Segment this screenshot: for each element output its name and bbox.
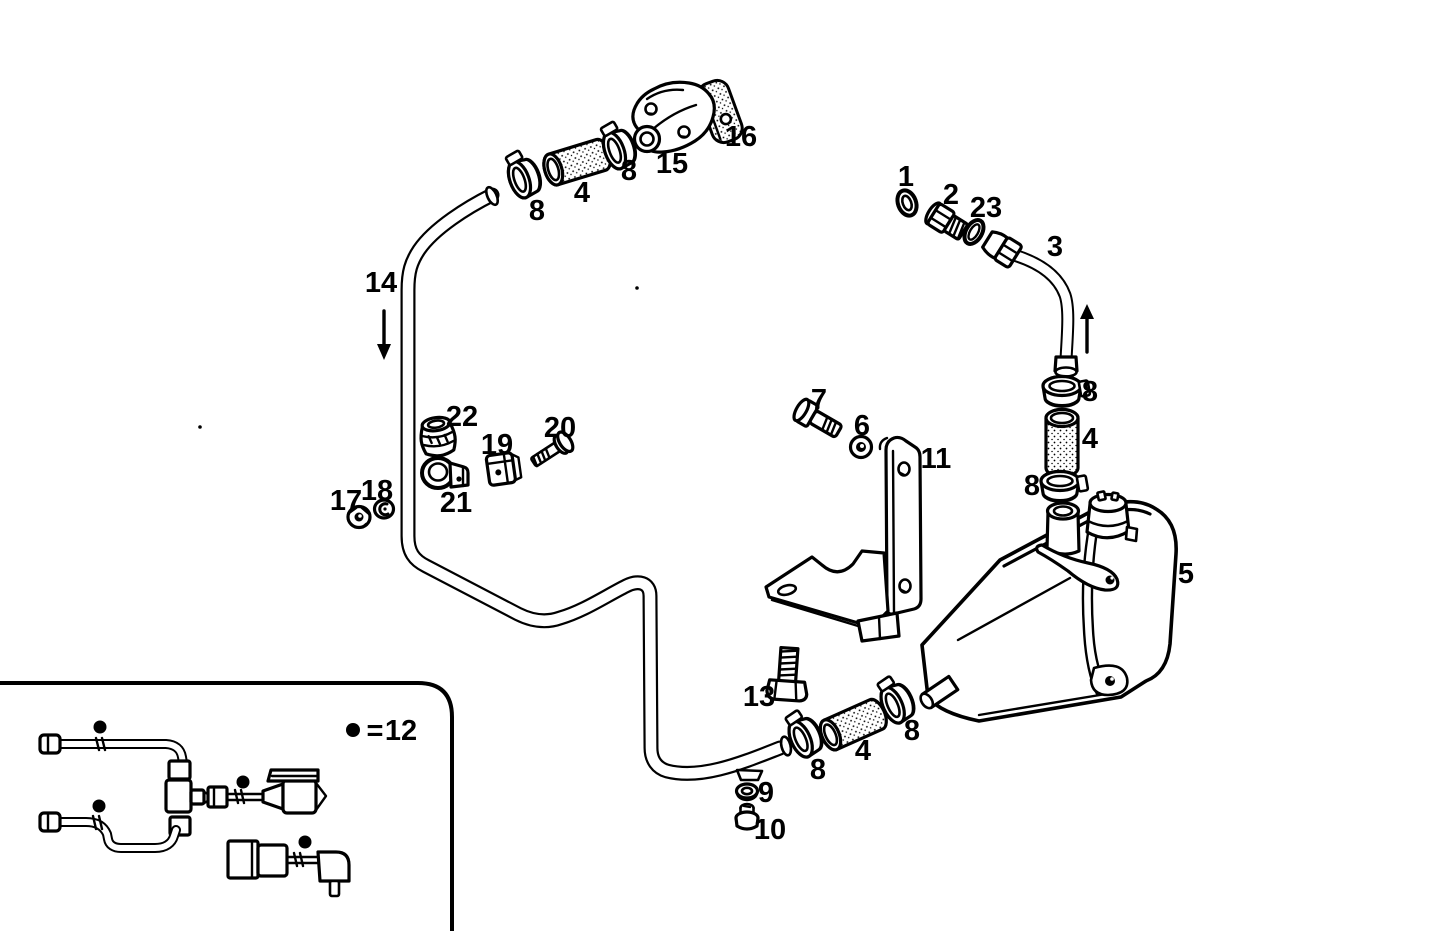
part-11-mounting-bracket (764, 435, 923, 643)
part-21-p-clamp (420, 456, 470, 490)
callout-5: 5 (1178, 558, 1194, 590)
part-2-connector-fitting (924, 201, 969, 241)
down-arrow-icon (377, 309, 391, 360)
wire-marker-dot (298, 835, 312, 849)
callout-3: 3 (1047, 231, 1063, 263)
print-speck (198, 425, 202, 429)
tank-retaining-strap (1035, 543, 1120, 592)
part-9-seal-washer (734, 782, 760, 802)
part-6-washer (848, 434, 874, 460)
wire-marker-dot (93, 720, 107, 734)
inset-border (0, 681, 454, 931)
callout-15: 15 (656, 148, 688, 180)
up-arrow-icon (1080, 304, 1094, 354)
callout-8-top-right: 8 (621, 155, 637, 187)
callout-1: 1 (898, 161, 914, 193)
part-4-hose-sleeve (1044, 407, 1080, 479)
callout-9: 9 (758, 777, 774, 809)
callout-13: 13 (743, 681, 775, 713)
callout-11: 11 (921, 443, 952, 475)
callout-2: 2 (943, 179, 959, 211)
inset-lower-hose (38, 799, 181, 853)
tank-filler-neck (1045, 501, 1081, 556)
inset-legend: = 12 (346, 715, 417, 747)
callout-16: 16 (725, 121, 757, 153)
inset-detail-box: = 12 (0, 681, 454, 931)
part-10-drain-screw (734, 802, 760, 831)
part-19-clip (484, 451, 523, 487)
tank-pump-unit (1085, 490, 1139, 543)
callout-17: 17 (330, 485, 362, 517)
callout-22: 22 (446, 401, 478, 433)
callout-8-bottom-left: 8 (810, 754, 826, 786)
legend-equals: = (367, 715, 384, 747)
tube-end-bottom (779, 735, 793, 757)
part-22-grommet (419, 415, 457, 458)
callout-6: 6 (854, 410, 870, 442)
callout-20: 20 (544, 412, 576, 444)
part-8-hose-clamp (499, 144, 547, 203)
part-14-washer-tube (400, 185, 793, 782)
callout-14: 14 (365, 267, 397, 299)
callout-8-right-lower: 8 (1024, 470, 1040, 502)
legend-part-number: 12 (385, 715, 417, 747)
inset-upper-hose (38, 720, 188, 768)
inset-connector-valve (206, 768, 328, 815)
callout-4-top: 4 (574, 177, 590, 209)
part-7-bolt (792, 397, 843, 439)
part-17-nut (346, 504, 372, 530)
callout-8-right-upper: 8 (1082, 376, 1098, 408)
part-18-washer (372, 498, 396, 520)
hose-end-bell (1053, 355, 1079, 378)
part-5-reservoir-tank (919, 490, 1178, 723)
inset-t-junction (164, 759, 210, 837)
wire-marker-dot (236, 775, 250, 789)
part-15-pump-body (631, 80, 716, 154)
part-13-bolt (765, 645, 809, 703)
callout-4-right: 4 (1082, 423, 1098, 455)
tube-mounting-tab (735, 768, 764, 782)
part-23-seal-ring (962, 218, 986, 246)
wire-marker-dot (92, 799, 106, 813)
part-20-screw (530, 430, 575, 468)
callout-10: 10 (754, 814, 786, 846)
tank-outlet-spout (919, 674, 960, 710)
tube-end-top (484, 185, 500, 207)
part-4-hose-sleeve (814, 694, 893, 755)
callout-21: 21 (440, 487, 472, 519)
part-1-seal-ring (895, 188, 919, 218)
callout-8-bottom-right: 8 (904, 715, 920, 747)
part-3-delivery-hose (981, 230, 1079, 378)
callout-19: 19 (481, 429, 513, 461)
callout-23: 23 (970, 192, 1002, 224)
callout-7: 7 (811, 384, 827, 416)
inset-elbow-connector (226, 835, 351, 898)
print-speck (635, 286, 639, 290)
legend-bullet-icon (346, 723, 360, 737)
callout-18: 18 (361, 475, 393, 507)
part-8-hose-clamp (1039, 469, 1090, 503)
callout-8-top-left: 8 (529, 195, 545, 227)
callout-4-bottom: 4 (855, 735, 871, 767)
